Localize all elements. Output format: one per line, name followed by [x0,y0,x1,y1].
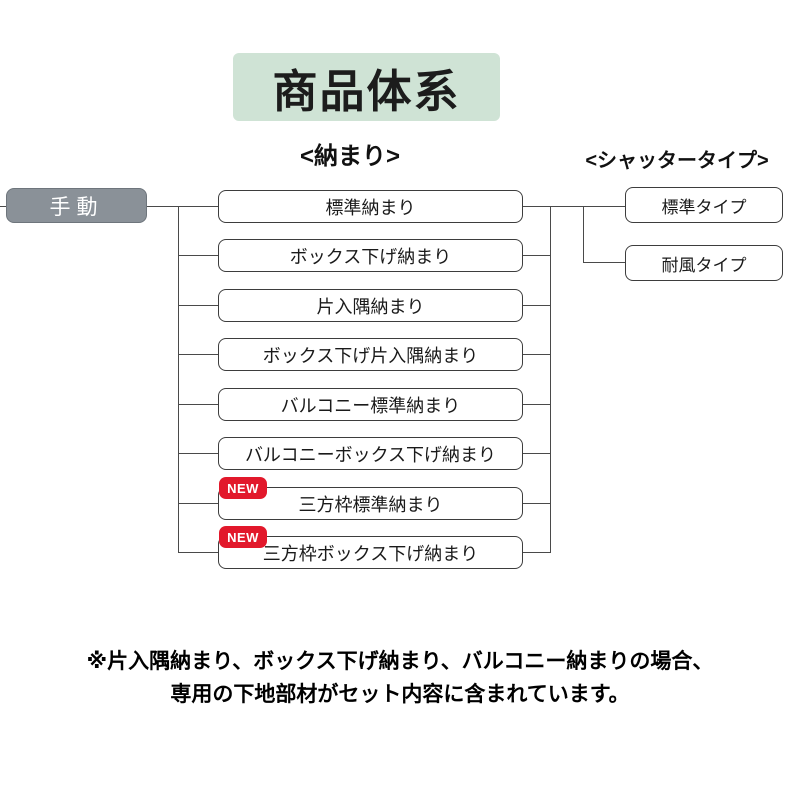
connector-line [178,404,218,405]
connector-line [523,503,550,504]
connector-trunk-right [550,206,551,553]
connector-line [523,255,550,256]
node-shutter-windresistant-type: 耐風タイプ [625,245,783,281]
connector-line [523,354,550,355]
connector-line [523,206,550,207]
connector-line [550,206,625,207]
root-node-manual: 手動 [6,188,147,223]
new-badge: NEW [219,477,267,499]
connector-line [523,453,550,454]
heading-osamari: <納まり> [299,143,401,170]
connector-line [147,206,178,207]
node-shutter-standard-type: 標準タイプ [625,187,783,223]
connector-line [178,255,218,256]
node-osamari-standard: 標準納まり [218,190,523,223]
connector-trunk-left [178,206,179,553]
node-osamari-single-corner: 片入隅納まり [218,289,523,322]
node-osamari-balcony-standard: バルコニー標準納まり [218,388,523,421]
footnote-line-2: 専用の下地部材がセット内容に含まれています。 [170,683,630,706]
node-osamari-threeway-standard: 三方枠標準納まり [218,487,523,520]
connector-line [178,453,218,454]
connector-line [523,552,550,553]
new-badge: NEW [219,526,267,548]
connector-line [583,262,625,263]
connector-trunk-shutter [583,206,584,263]
node-osamari-threeway-box-lowered: 三方枠ボックス下げ納まり [218,536,523,569]
connector-line [178,552,218,553]
connector-line [178,206,218,207]
node-osamari-balcony-box-lowered: バルコニーボックス下げ納まり [218,437,523,470]
connector-line [523,305,550,306]
page-title: 商品体系 [233,53,500,121]
connector-line [178,305,218,306]
connector-line [523,404,550,405]
footnote: ※片入隅納まり、ボックス下げ納まり、バルコニー納まりの場合、 専用の下地部材がセ… [0,645,800,711]
node-osamari-box-lowered-single-corner: ボックス下げ片入隅納まり [218,338,523,371]
connector-line [0,206,6,207]
node-osamari-box-lowered: ボックス下げ納まり [218,239,523,272]
connector-line [178,503,218,504]
footnote-line-1: ※片入隅納まり、ボックス下げ納まり、バルコニー納まりの場合、 [86,650,714,673]
connector-line [178,354,218,355]
heading-shutter-type: <シャッタータイプ> [585,150,769,172]
